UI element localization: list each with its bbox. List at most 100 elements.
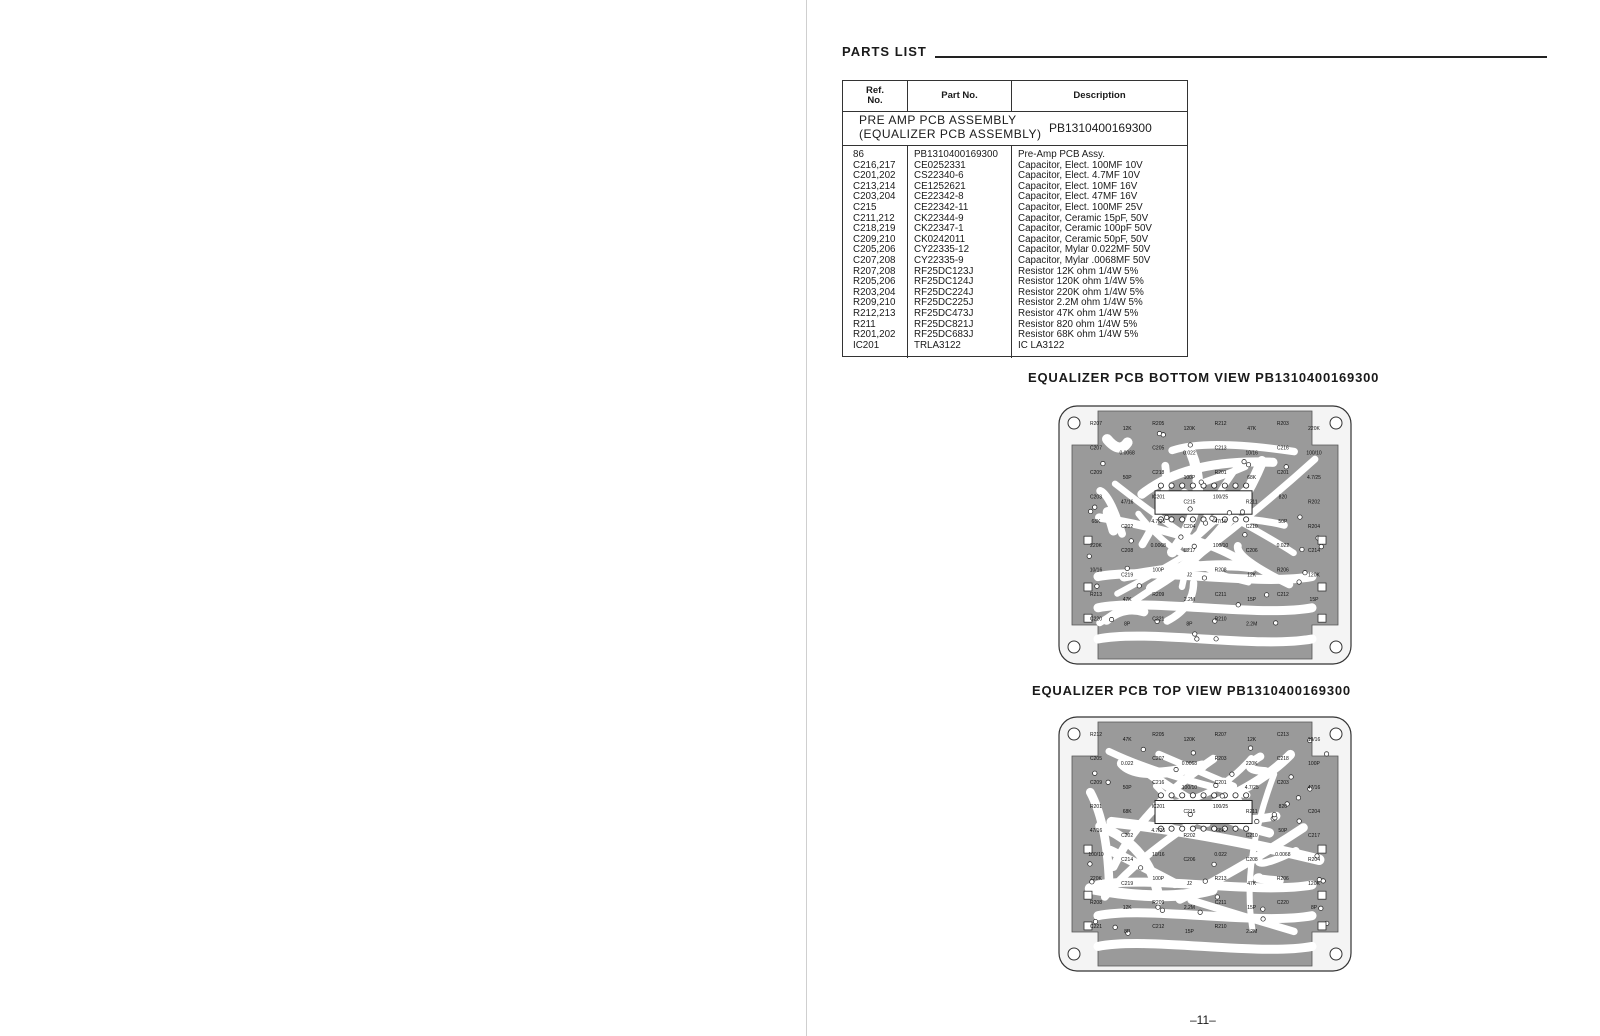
pcb-bottom-view-diagram: R20712KR205120KR21247KR203220KC2070.0068… xyxy=(1058,405,1352,665)
component-label: 2.2M xyxy=(1246,622,1257,628)
component-label: 10/16 xyxy=(1245,450,1258,456)
component-label: C220 xyxy=(1277,900,1289,906)
row-desc: Resistor 820 ohm 1/4W 5% xyxy=(1018,318,1138,330)
component-label: 220K xyxy=(1246,761,1258,767)
connector-pad xyxy=(1083,582,1093,592)
component-label: R206 xyxy=(1277,876,1289,882)
component-label: J2 xyxy=(1187,881,1193,887)
pcb-top-view-diagram: R21247KR205120KR20712KC21310/16C2050.022… xyxy=(1058,716,1352,972)
bus-trace xyxy=(1093,877,1317,893)
component-label: 2.2M xyxy=(1184,597,1195,603)
component-label: R205 xyxy=(1152,421,1164,427)
trace xyxy=(1114,525,1229,597)
component-label: C214 xyxy=(1308,548,1320,554)
component-label: C212 xyxy=(1277,592,1289,598)
connector-pad xyxy=(1317,890,1327,900)
solder-pad xyxy=(1187,811,1193,817)
row-desc: Resistor 68K ohm 1/4W 5% xyxy=(1018,329,1139,341)
row-part: CE0252331 xyxy=(914,159,966,171)
solder-pad xyxy=(1155,904,1161,910)
trace xyxy=(1102,434,1133,453)
trace xyxy=(1102,605,1149,625)
component-label: C213 xyxy=(1215,445,1227,451)
row-desc: Capacitor, Elect. 100MF 10V xyxy=(1018,159,1143,171)
ic-pad xyxy=(1232,482,1239,489)
component-label: C205 xyxy=(1090,756,1102,762)
row-desc: Capacitor, Elect. 100MF 25V xyxy=(1018,201,1143,213)
solder-pad xyxy=(1136,583,1142,589)
solder-pad xyxy=(1213,782,1219,788)
solder-pad xyxy=(1288,774,1294,780)
ic-pad xyxy=(1243,482,1250,489)
component-label: R212 xyxy=(1090,732,1102,738)
header-ref: Ref. No. xyxy=(843,81,908,111)
component-label: 68K xyxy=(1216,828,1226,834)
connector-pad xyxy=(1317,613,1327,623)
bottom-view-title: EQUALIZER PCB BOTTOM VIEW PB131040016930… xyxy=(1028,370,1380,385)
component-label: R201 xyxy=(1215,470,1227,476)
component-label: 100P xyxy=(1152,568,1164,574)
component-label: C210 xyxy=(1246,833,1258,839)
mounting-hole xyxy=(1067,640,1081,654)
component-label: 12K xyxy=(1123,426,1133,432)
solder-pad xyxy=(1297,514,1303,520)
component-label: 100/10 xyxy=(1213,543,1229,549)
solder-pad xyxy=(1138,865,1144,871)
component-label: C203 xyxy=(1090,494,1102,500)
trace xyxy=(1168,440,1298,456)
row-ref: R207,208 xyxy=(853,265,896,277)
component-label: 100/10 xyxy=(1182,785,1198,791)
component-label: R207 xyxy=(1090,421,1102,427)
bus-trace xyxy=(1093,631,1317,647)
component-label: C202 xyxy=(1121,524,1133,530)
component-label: R213 xyxy=(1215,876,1227,882)
component-label: 10/16 xyxy=(1152,852,1165,858)
component-label: 47/16 xyxy=(1308,785,1321,791)
component-label: 0.022 xyxy=(1277,543,1290,549)
trace xyxy=(1201,463,1249,486)
solder-pad xyxy=(1089,879,1095,885)
row-ref: R211 xyxy=(853,318,876,330)
component-label: 100/25 xyxy=(1213,804,1229,810)
component-label: 0.022 xyxy=(1214,852,1227,858)
component-label: 100P xyxy=(1184,475,1196,481)
top-view-title: EQUALIZER PCB TOP VIEW PB1310400169300 xyxy=(1032,683,1351,698)
component-label: 820 xyxy=(1279,804,1288,810)
solder-pad xyxy=(1254,818,1260,824)
component-label: C217 xyxy=(1183,548,1195,554)
row-desc: Resistor 120K ohm 1/4W 5% xyxy=(1018,276,1144,288)
solder-pad xyxy=(1235,602,1241,608)
assembly-row: PRE AMP PCB ASSEMBLY (EQUALIZER PCB ASSE… xyxy=(843,112,1187,146)
component-label: 47K xyxy=(1247,426,1257,432)
row-ref: 86 xyxy=(853,149,864,160)
component-label: C204 xyxy=(1183,524,1195,530)
table-header: Ref. No. Part No. Description xyxy=(843,81,1187,112)
solder-pad xyxy=(1160,432,1166,438)
component-label: C220 xyxy=(1090,617,1102,623)
ic-outline xyxy=(1154,490,1253,515)
mounting-hole xyxy=(1329,640,1343,654)
connector-pad xyxy=(1083,890,1093,900)
component-label: 50P xyxy=(1278,828,1288,834)
solder-pad xyxy=(1187,506,1193,512)
solder-pad xyxy=(1094,583,1100,589)
connector-pad xyxy=(1317,844,1327,854)
row-part: CK0242011 xyxy=(914,233,966,245)
component-label: R204 xyxy=(1308,857,1320,863)
component-label: C214 xyxy=(1121,857,1133,863)
component-label: 10/16 xyxy=(1308,737,1321,743)
mounting-hole xyxy=(1329,416,1343,430)
ic-pad xyxy=(1221,825,1228,832)
row-part: CY22335-12 xyxy=(914,244,970,256)
row-part: RF25DC124J xyxy=(914,276,974,288)
component-label: C207 xyxy=(1090,445,1102,451)
assembly-name: PRE AMP PCB ASSEMBLY (EQUALIZER PCB ASSE… xyxy=(859,113,1042,141)
component-label: 47K xyxy=(1123,737,1133,743)
solder-pad xyxy=(1318,905,1324,911)
component-label: C201 xyxy=(1277,470,1289,476)
component-label: R202 xyxy=(1183,833,1195,839)
trace xyxy=(1137,457,1278,499)
ic-pad xyxy=(1211,792,1218,799)
component-label: R211 xyxy=(1246,809,1258,815)
